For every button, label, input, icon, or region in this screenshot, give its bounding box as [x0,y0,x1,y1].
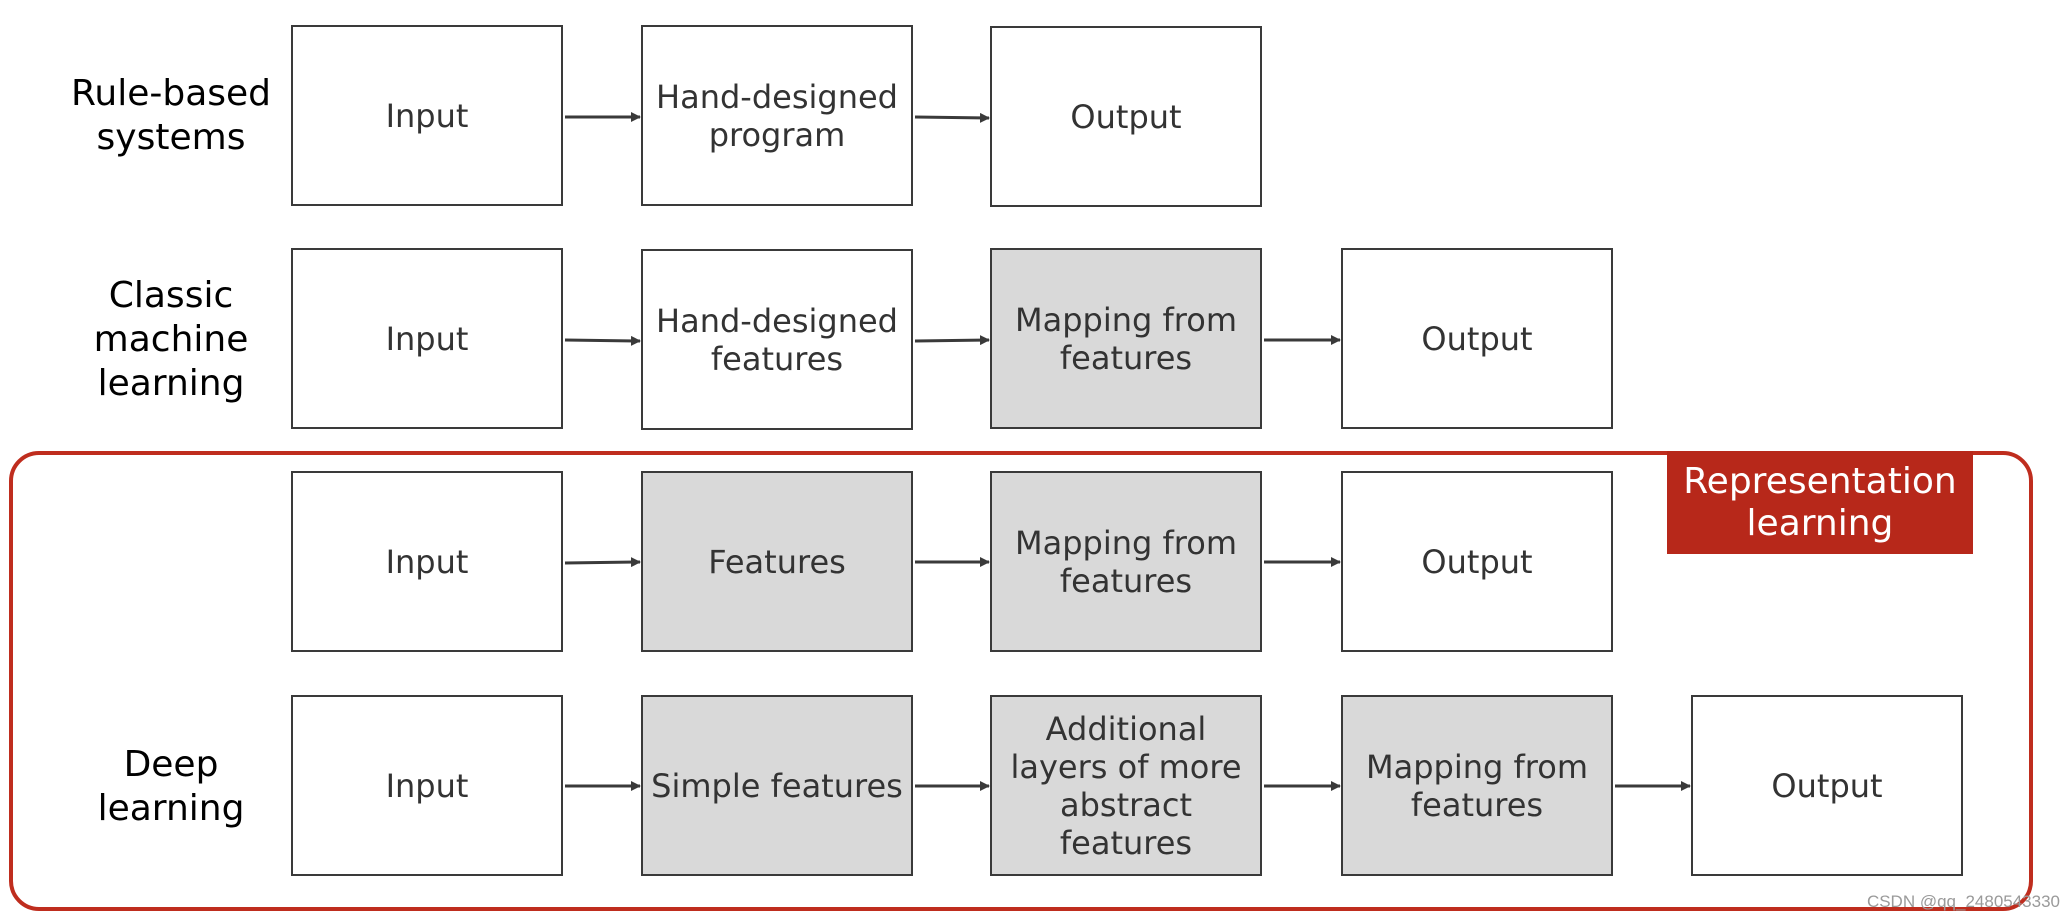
representation-features-box: Features [641,471,913,652]
representation-input-box: Input [291,471,563,652]
csdn-watermark: CSDN @qq_2480543330 [1866,892,2060,911]
arrow-classic-features-to-mapping [914,335,990,346]
row-label-classic-ml: Classic machine learning [93,275,249,404]
representation-learning-badge: Representation learning [1667,451,1973,554]
row-label-rule-based: Rule-based systems [70,73,272,158]
row-label-deep-learning: Deep learning [97,744,245,829]
classic-ml-mapping-box: Mapping from features [990,248,1262,429]
rule-based-output-box: Output [990,26,1262,207]
classic-ml-features-box: Hand-designed features [641,249,913,430]
classic-ml-output-box: Output [1341,248,1613,429]
rule-based-program-box: Hand-designed program [641,25,913,206]
representation-learning-outline [9,451,2033,911]
deep-learning-mapping-box: Mapping from features [1341,695,1613,876]
representation-mapping-box: Mapping from features [990,471,1262,652]
deep-learning-simple-features-box: Simple features [641,695,913,876]
arrow-rule-program-to-output [914,112,990,123]
classic-ml-input-box: Input [291,248,563,429]
deep-learning-input-box: Input [291,695,563,876]
deep-learning-abstract-layers-box: Additional layers of more abstract featu… [990,695,1262,876]
rule-based-input-box: Input [291,25,563,206]
deep-learning-output-box: Output [1691,695,1963,876]
arrow-classic-input-to-features [564,335,641,346]
representation-output-box: Output [1341,471,1613,652]
